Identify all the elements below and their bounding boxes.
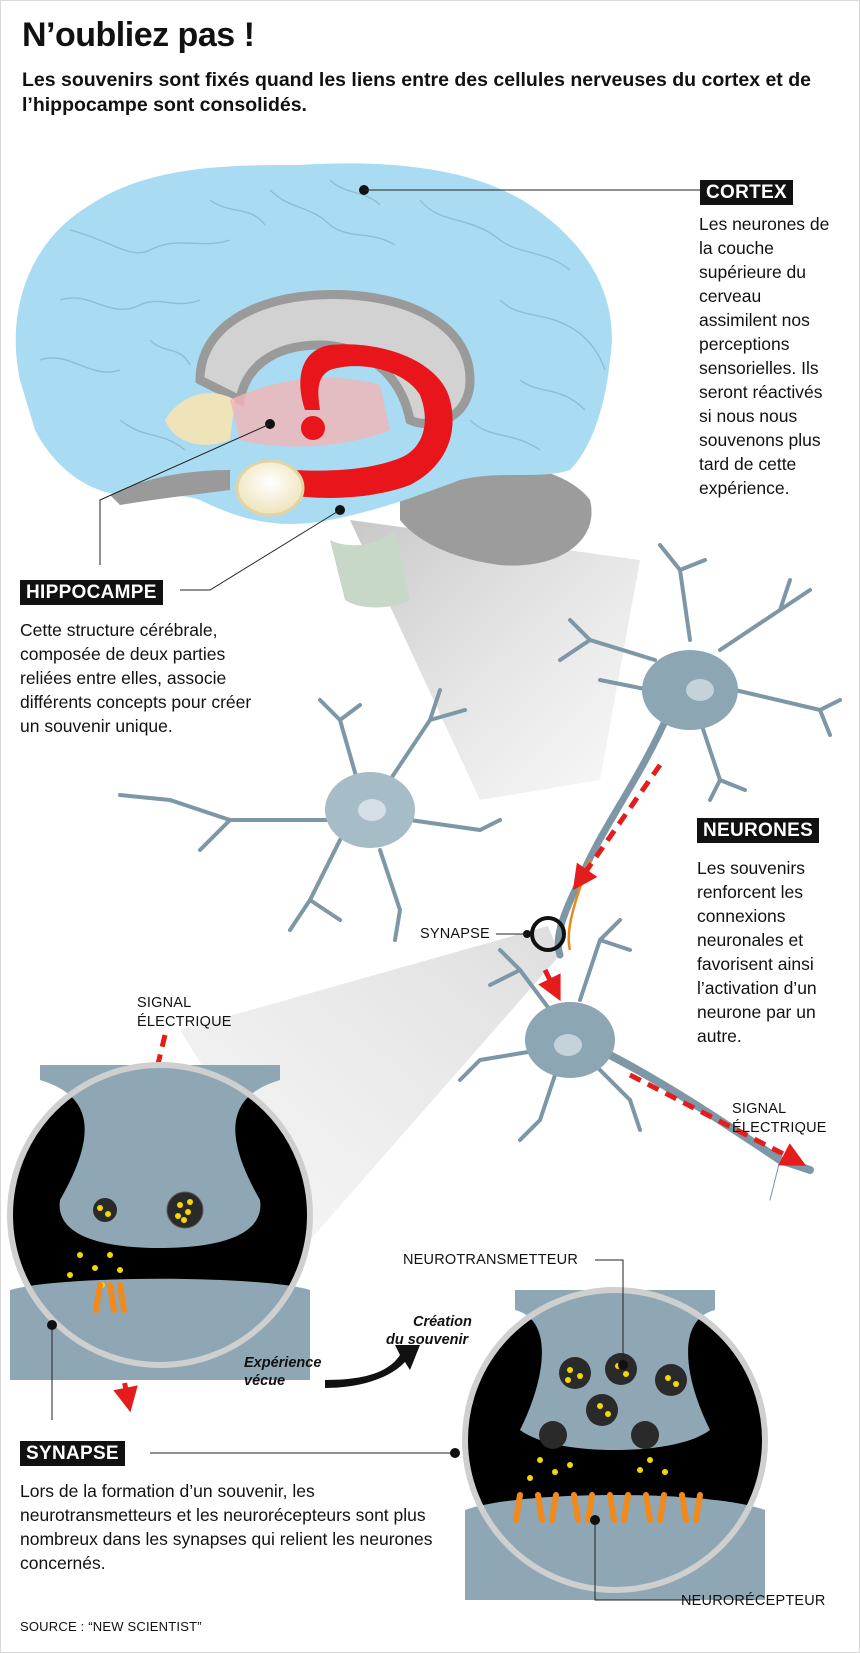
source-credit: SOURCE : “NEW SCIENTIST” — [20, 1619, 202, 1634]
experience-label-line1: Expérience — [244, 1355, 322, 1371]
synapse-zoom-before — [10, 1065, 310, 1380]
receptors — [93, 1282, 703, 1523]
signal-label-1-line2: ÉLECTRIQUE — [137, 1014, 232, 1030]
page-subtitle: Les souvenirs sont fixés quand les liens… — [22, 69, 811, 116]
hippocampe-label: HIPPOCAMPE — [20, 580, 163, 605]
experience-arrow — [325, 1345, 420, 1388]
signal-label-1-line1: SIGNAL — [137, 995, 192, 1011]
creation-label-line1: Création — [413, 1314, 472, 1330]
synapse-label: SYNAPSE — [20, 1441, 125, 1466]
cortex-label: CORTEX — [700, 180, 793, 205]
neuron-somas — [325, 650, 738, 1078]
neurotransmitters — [67, 1199, 679, 1481]
hippocampe-text: Cette structure cérébrale, composée de d… — [20, 620, 252, 736]
page-title: N’oubliez pas ! — [22, 16, 255, 54]
signal-label-2-line2: ÉLECTRIQUE — [732, 1120, 827, 1136]
synapse-text: Lors de la formation d’un souvenir, les … — [20, 1481, 433, 1573]
signal-label-2-line1: SIGNAL — [732, 1101, 787, 1117]
projection-cone-brain — [350, 520, 640, 800]
neurones-text: Les souvenirs renforcent les connexions … — [697, 858, 817, 1046]
synapse-ring — [530, 916, 566, 952]
cortex-text: Les neurones de la couche supérieure du … — [699, 214, 830, 498]
hippocampus-shape — [290, 344, 453, 498]
neurons-illustration — [118, 543, 842, 1201]
neurotransmetteur-label: NEUROTRANSMETTEUR — [403, 1252, 578, 1268]
neurones-label: NEURONES — [697, 818, 820, 843]
experience-label-line2: vécue — [244, 1373, 286, 1389]
brain-illustration — [15, 163, 612, 608]
creation-label-line2: du souvenir — [386, 1332, 469, 1348]
neurorecepteur-label: NEURORÉCEPTEUR — [681, 1593, 826, 1609]
synapse-small-label: SYNAPSE — [420, 926, 490, 942]
